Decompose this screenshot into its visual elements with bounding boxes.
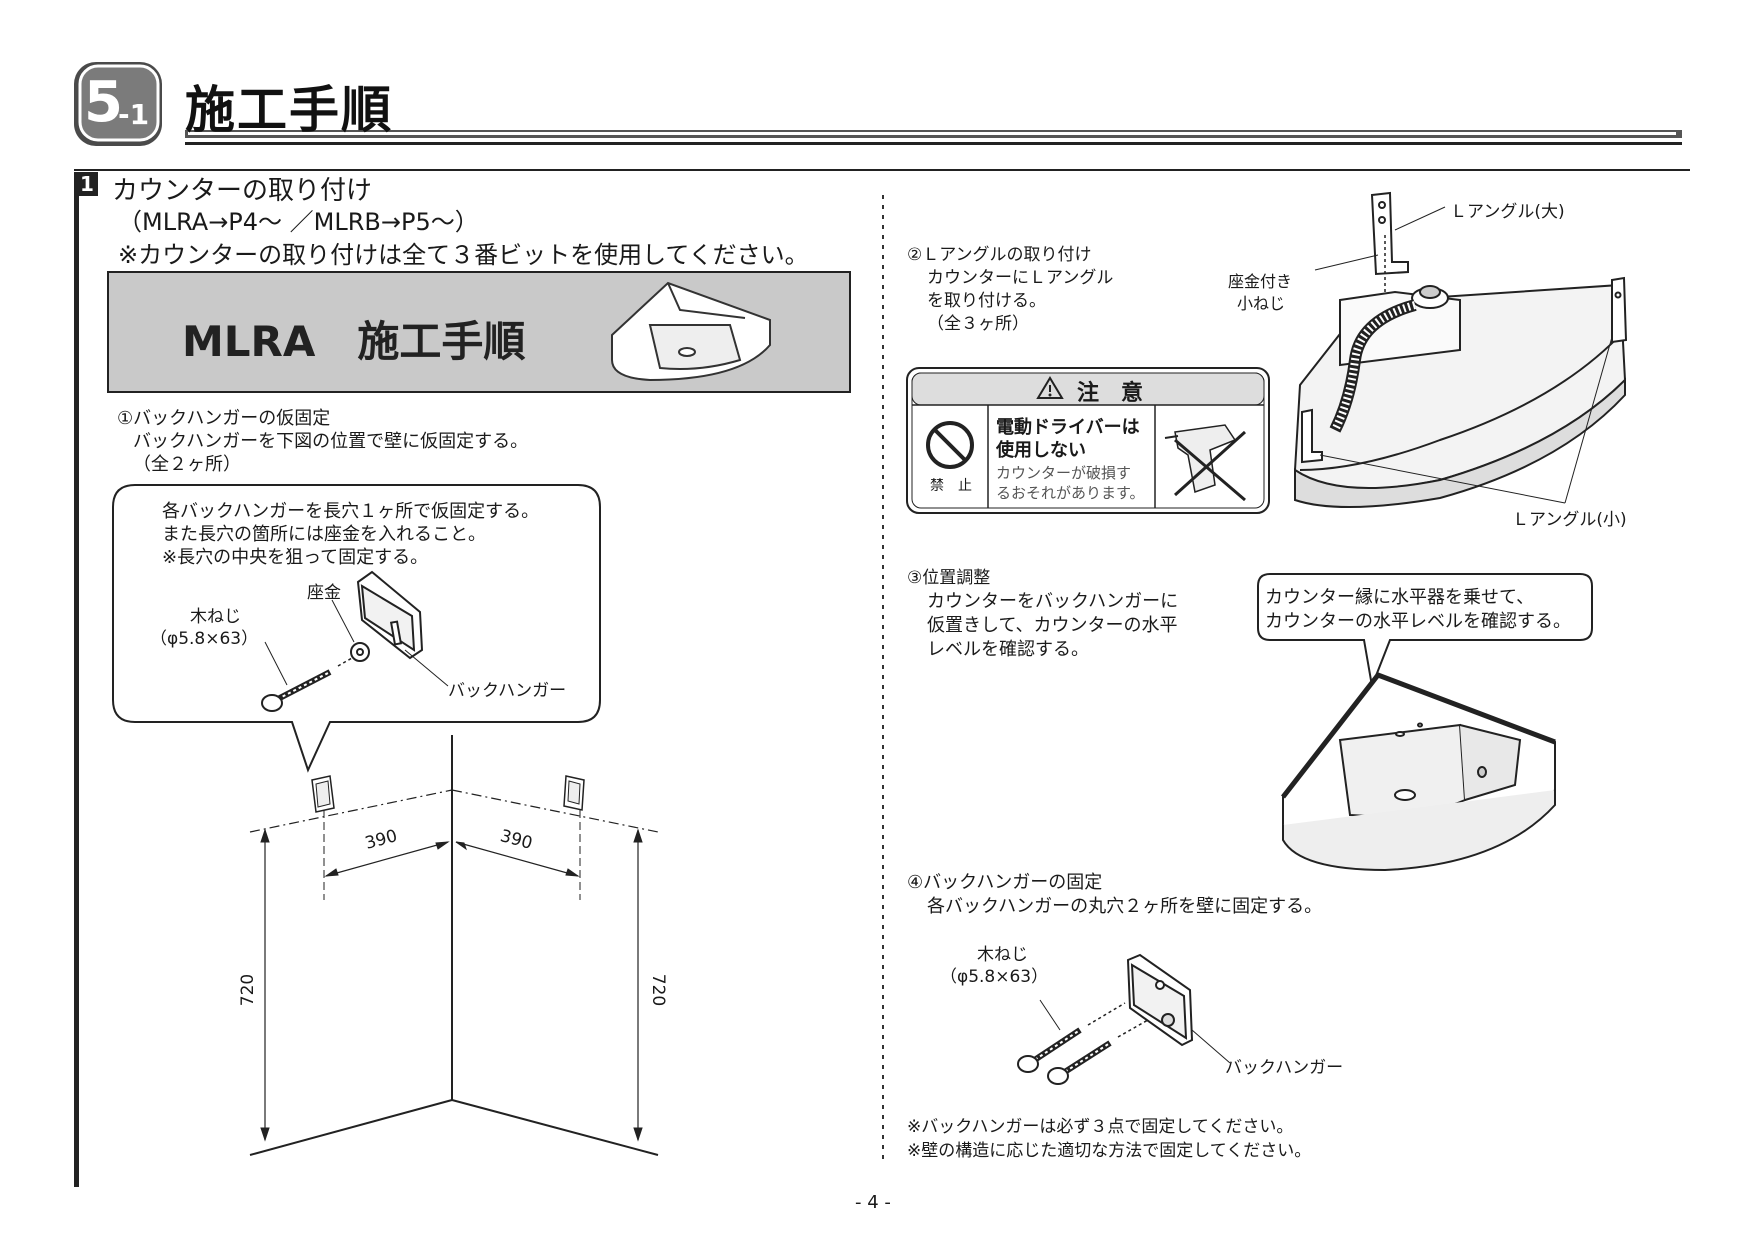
fig1-hanger-label: バックハンガー	[448, 681, 567, 701]
step-marker-number: 1	[80, 172, 94, 196]
substep4-line1: 各バックハンガーの丸穴２ヶ所を壁に固定する。	[927, 896, 1323, 917]
caution-main1: 電動ドライバーは	[996, 417, 1140, 438]
fig2-screw-label2: 小ねじ	[1237, 294, 1286, 313]
substep3-line2: 仮置きして、カウンターの水平	[927, 615, 1178, 636]
section-sub-number: -1	[118, 98, 150, 131]
callout1-line1: 各バックハンガーを長穴１ヶ所で仮固定する。	[162, 501, 540, 522]
caution-header: 注 意	[1077, 381, 1144, 406]
callout1-line3: ※長穴の中央を狙って固定する。	[162, 547, 429, 568]
callout1-line2: また長穴の箇所には座金を入れること。	[162, 524, 486, 545]
caution-box	[906, 367, 1270, 514]
substep2-title: ②Ｌアングルの取り付け	[907, 245, 1092, 265]
banner-title: MLRA 施工手順	[182, 317, 526, 366]
fig1-washer-label: 座金	[307, 583, 341, 603]
fig2-screw-label1: 座金付き	[1228, 272, 1293, 291]
header-rule	[185, 130, 1682, 145]
substep4-title: ④バックハンガーの固定	[907, 872, 1103, 893]
caution-prohibit-label: 禁 止	[930, 478, 972, 494]
step-title: カウンターの取り付け	[112, 176, 373, 206]
callout2-line1: カウンター縁に水平器を乗せて、	[1265, 587, 1535, 608]
substep1-line1: バックハンガーを下図の位置で壁に仮固定する。	[133, 431, 529, 452]
substep2-line1: カウンターにＬアングル	[927, 268, 1114, 288]
callout2-line2: カウンターの水平レベルを確認する。	[1265, 611, 1571, 632]
fig1-screw-label: 木ねじ	[190, 607, 241, 627]
fig4-screw-spec: （φ5.8×63）	[940, 967, 1049, 987]
fig1-screw-spec: （φ5.8×63）	[150, 629, 259, 649]
substep2-line3: （全３ヶ所）	[927, 314, 1029, 334]
substep2-line2: を取り付ける。	[927, 291, 1046, 311]
section-badge	[74, 62, 162, 146]
fig1-wall-diagram	[249, 735, 659, 1156]
fig4-parts	[1017, 953, 1231, 1085]
dim-left-vertical: 720	[238, 973, 259, 1007]
left-margin-bar	[74, 172, 79, 1187]
substep3-title: ③位置調整	[907, 568, 991, 588]
page-number: - 4 -	[855, 1192, 891, 1213]
caution-sub1: カウンターが破損す	[996, 464, 1132, 482]
caution-sub2: るおそれがあります。	[996, 484, 1145, 502]
dim-right-vertical: 720	[648, 973, 669, 1007]
page-title: 施工手順	[185, 81, 393, 139]
caution-main2: 使用しない	[996, 440, 1086, 461]
substep1-line2: （全２ヶ所）	[133, 454, 241, 475]
fig2-l-angle-small: Ｌアングル(小)	[1512, 510, 1627, 530]
substep1-title: ①バックハンガーの仮固定	[117, 408, 331, 429]
fig1-parts	[261, 570, 449, 712]
step-marker-box	[74, 172, 98, 196]
fig4-hanger-label: バックハンガー	[1225, 1058, 1344, 1078]
substep3-line3: レベルを確認する。	[927, 639, 1089, 660]
note-2: ※壁の構造に応じた適切な方法で固定してください。	[907, 1141, 1312, 1161]
fig4-screw-label: 木ねじ	[977, 945, 1028, 965]
step-subtitle: （MLRA→P4～ ／MLRB→P5～）	[118, 208, 479, 236]
banner-sink-icon	[611, 281, 771, 382]
fig2-l-angle-large: Ｌアングル(大)	[1450, 202, 1565, 222]
fig3-sink	[1281, 672, 1556, 872]
callout-bubble-2	[1257, 573, 1593, 690]
substep3-line1: カウンターをバックハンガーに	[927, 591, 1179, 612]
section-number: 5	[84, 70, 123, 135]
step-note: ※カウンターの取り付けは全て３番ビットを使用してください。	[118, 241, 809, 269]
callout-bubble-1	[112, 484, 601, 773]
note-1: ※バックハンガーは必ず３点で固定してください。	[907, 1117, 1294, 1137]
fig2-counter	[1293, 191, 1628, 509]
